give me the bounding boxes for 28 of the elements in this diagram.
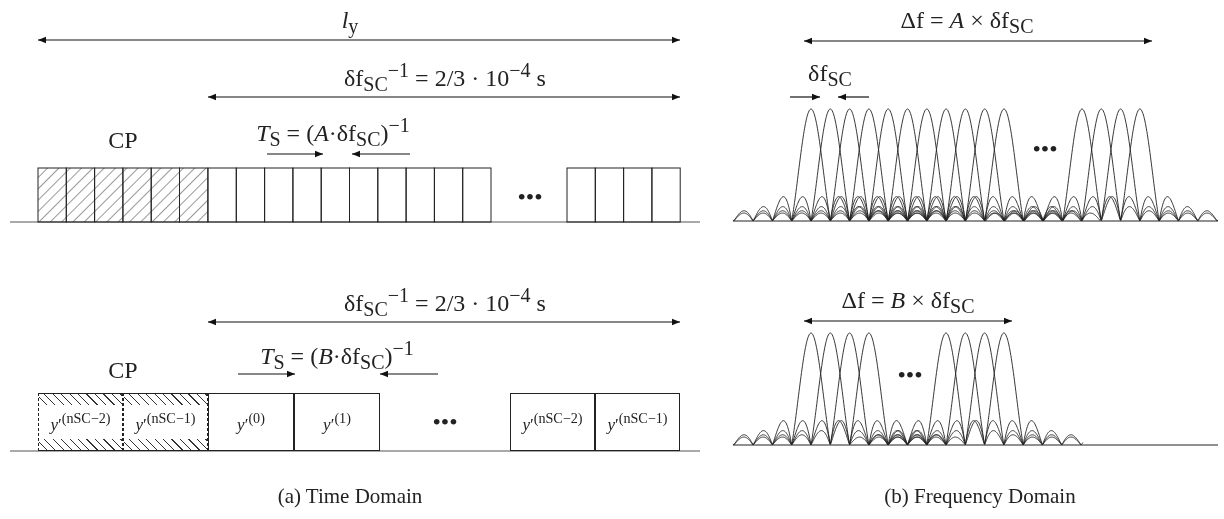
cyclic-prefix-label: CP <box>108 356 138 384</box>
symbol-label: y′$^{(nSC−2)}$ <box>49 409 112 435</box>
ellipsis-mark: ••• <box>1032 135 1058 163</box>
ellipsis-mark: ••• <box>897 361 923 389</box>
ellipsis-mark: ••• <box>517 183 543 211</box>
dimension-label: δf$_{SC}$ <box>808 59 852 91</box>
panel-caption: (a) Time Domain <box>277 485 423 509</box>
formula-label: T$_{S}$ = (B·δf$_{SC}$)$^{−1}$ <box>260 336 414 374</box>
ellipsis-mark: ••• <box>432 408 458 436</box>
symbol-label: y′$^{(0)}$ <box>236 409 266 435</box>
symbol-label: y′$^{(nSC−1)}$ <box>134 409 197 435</box>
dimension-label: Δf = A × δf$_{SC}$ <box>900 6 1034 38</box>
dimension-label: Δf = B × δf$_{SC}$ <box>841 286 975 318</box>
dimension-label: δf$_{SC}$$^{−1}$ = 2/3 · 10$^{−4}$ s <box>344 283 546 321</box>
symbol-label: y′$^{(nSC−2)}$ <box>521 409 584 435</box>
symbol-label: y′$^{(1)}$ <box>322 409 352 435</box>
cyclic-prefix-symbol-box <box>38 393 123 451</box>
symbol-label: y′$^{(nSC−1)}$ <box>606 409 669 435</box>
symbol-box <box>510 393 595 451</box>
dimension-label: l$_{y}$ <box>341 6 359 38</box>
panel-caption: (b) Frequency Domain <box>884 485 1076 509</box>
symbol-box <box>595 393 680 451</box>
symbol-box <box>208 393 294 451</box>
cyclic-prefix-label: CP <box>108 126 138 154</box>
formula-label: T$_{S}$ = (A·δf$_{SC}$)$^{−1}$ <box>256 113 410 151</box>
symbol-box <box>294 393 380 451</box>
cyclic-prefix-symbol-box <box>123 393 208 451</box>
dimension-label: δf$_{SC}$$^{−1}$ = 2/3 · 10$^{−4}$ s <box>344 58 546 96</box>
